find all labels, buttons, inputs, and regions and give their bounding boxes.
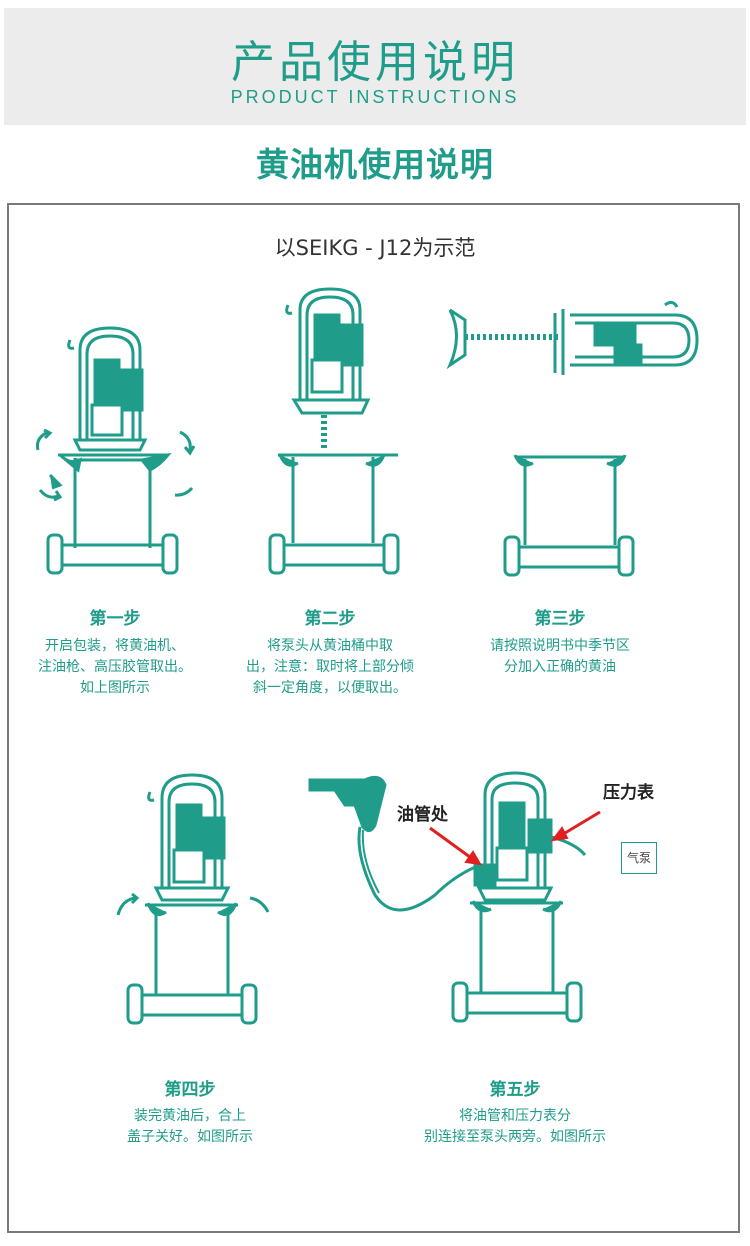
step3-desc: 请按照说明书中季节区 分加入正确的黄油 [460,636,660,678]
step2-illustration [268,287,400,575]
oil-pipe-arrow [429,826,475,862]
step2-title: 第二步 [304,609,356,629]
instructions-frame [7,203,740,1233]
step2-desc-line: 斜一定角度，以便取出。 [253,680,407,696]
header-banner: 产品使用说明 PRODUCT INSTRUCTIONS [4,8,746,125]
step1-desc-line: 注油枪、高压胶管取出。 [38,659,192,675]
step1-desc-line: 开启包装，将黄油机、 [45,638,185,654]
step2-desc: 将泵头从黄油桶中取 出，注意：取时将上部分倾 斜一定角度，以便取出。 [225,636,435,699]
step5-illustration [308,771,587,1023]
step4-illustration [116,773,270,1025]
step3-title: 第三步 [534,609,586,629]
page-title: 产品使用说明 [231,37,519,88]
step4-desc-line: 装完黄油后，合上 [134,1108,246,1124]
step3-illustration [446,300,699,577]
step3-desc-line: 请按照说明书中季节区 [490,638,630,654]
pressure-gauge-label: 压力表 [603,783,654,803]
step2-desc-line: 出，注意：取时将上部分倾 [246,659,414,675]
step4-title: 第四步 [164,1080,216,1100]
step1-desc-line: 如上图所示 [80,680,150,696]
air-pump-box: 气泵 [621,842,657,874]
step2-desc-line: 将泵头从黄油桶中取 [267,638,393,654]
step4-desc-line: 盖子关好。如图所示 [127,1129,253,1145]
step1-illustration [36,326,196,575]
step5-title: 第五步 [489,1080,541,1100]
page-subtitle: PRODUCT INSTRUCTIONS [230,87,520,107]
step4-desc: 装完黄油后，合上 盖子关好。如图所示 [90,1106,290,1148]
section-title: 黄油机使用说明 [256,145,494,184]
step5-desc: 将油管和压力表分 别连接至泵头两旁。如图所示 [405,1106,625,1148]
oil-pipe-label: 油管处 [397,805,448,825]
step5-desc-line: 别连接至泵头两旁。如图所示 [424,1129,606,1145]
step1-title: 第一步 [89,609,141,629]
step3-desc-line: 分加入正确的黄油 [504,659,616,675]
step5-desc-line: 将油管和压力表分 [459,1108,571,1124]
step1-desc: 开启包装，将黄油机、 注油枪、高压胶管取出。 如上图所示 [15,636,215,699]
example-model-text: 以SEIKG - J12为示范 [274,236,476,260]
pressure-gauge-arrow [559,810,601,838]
